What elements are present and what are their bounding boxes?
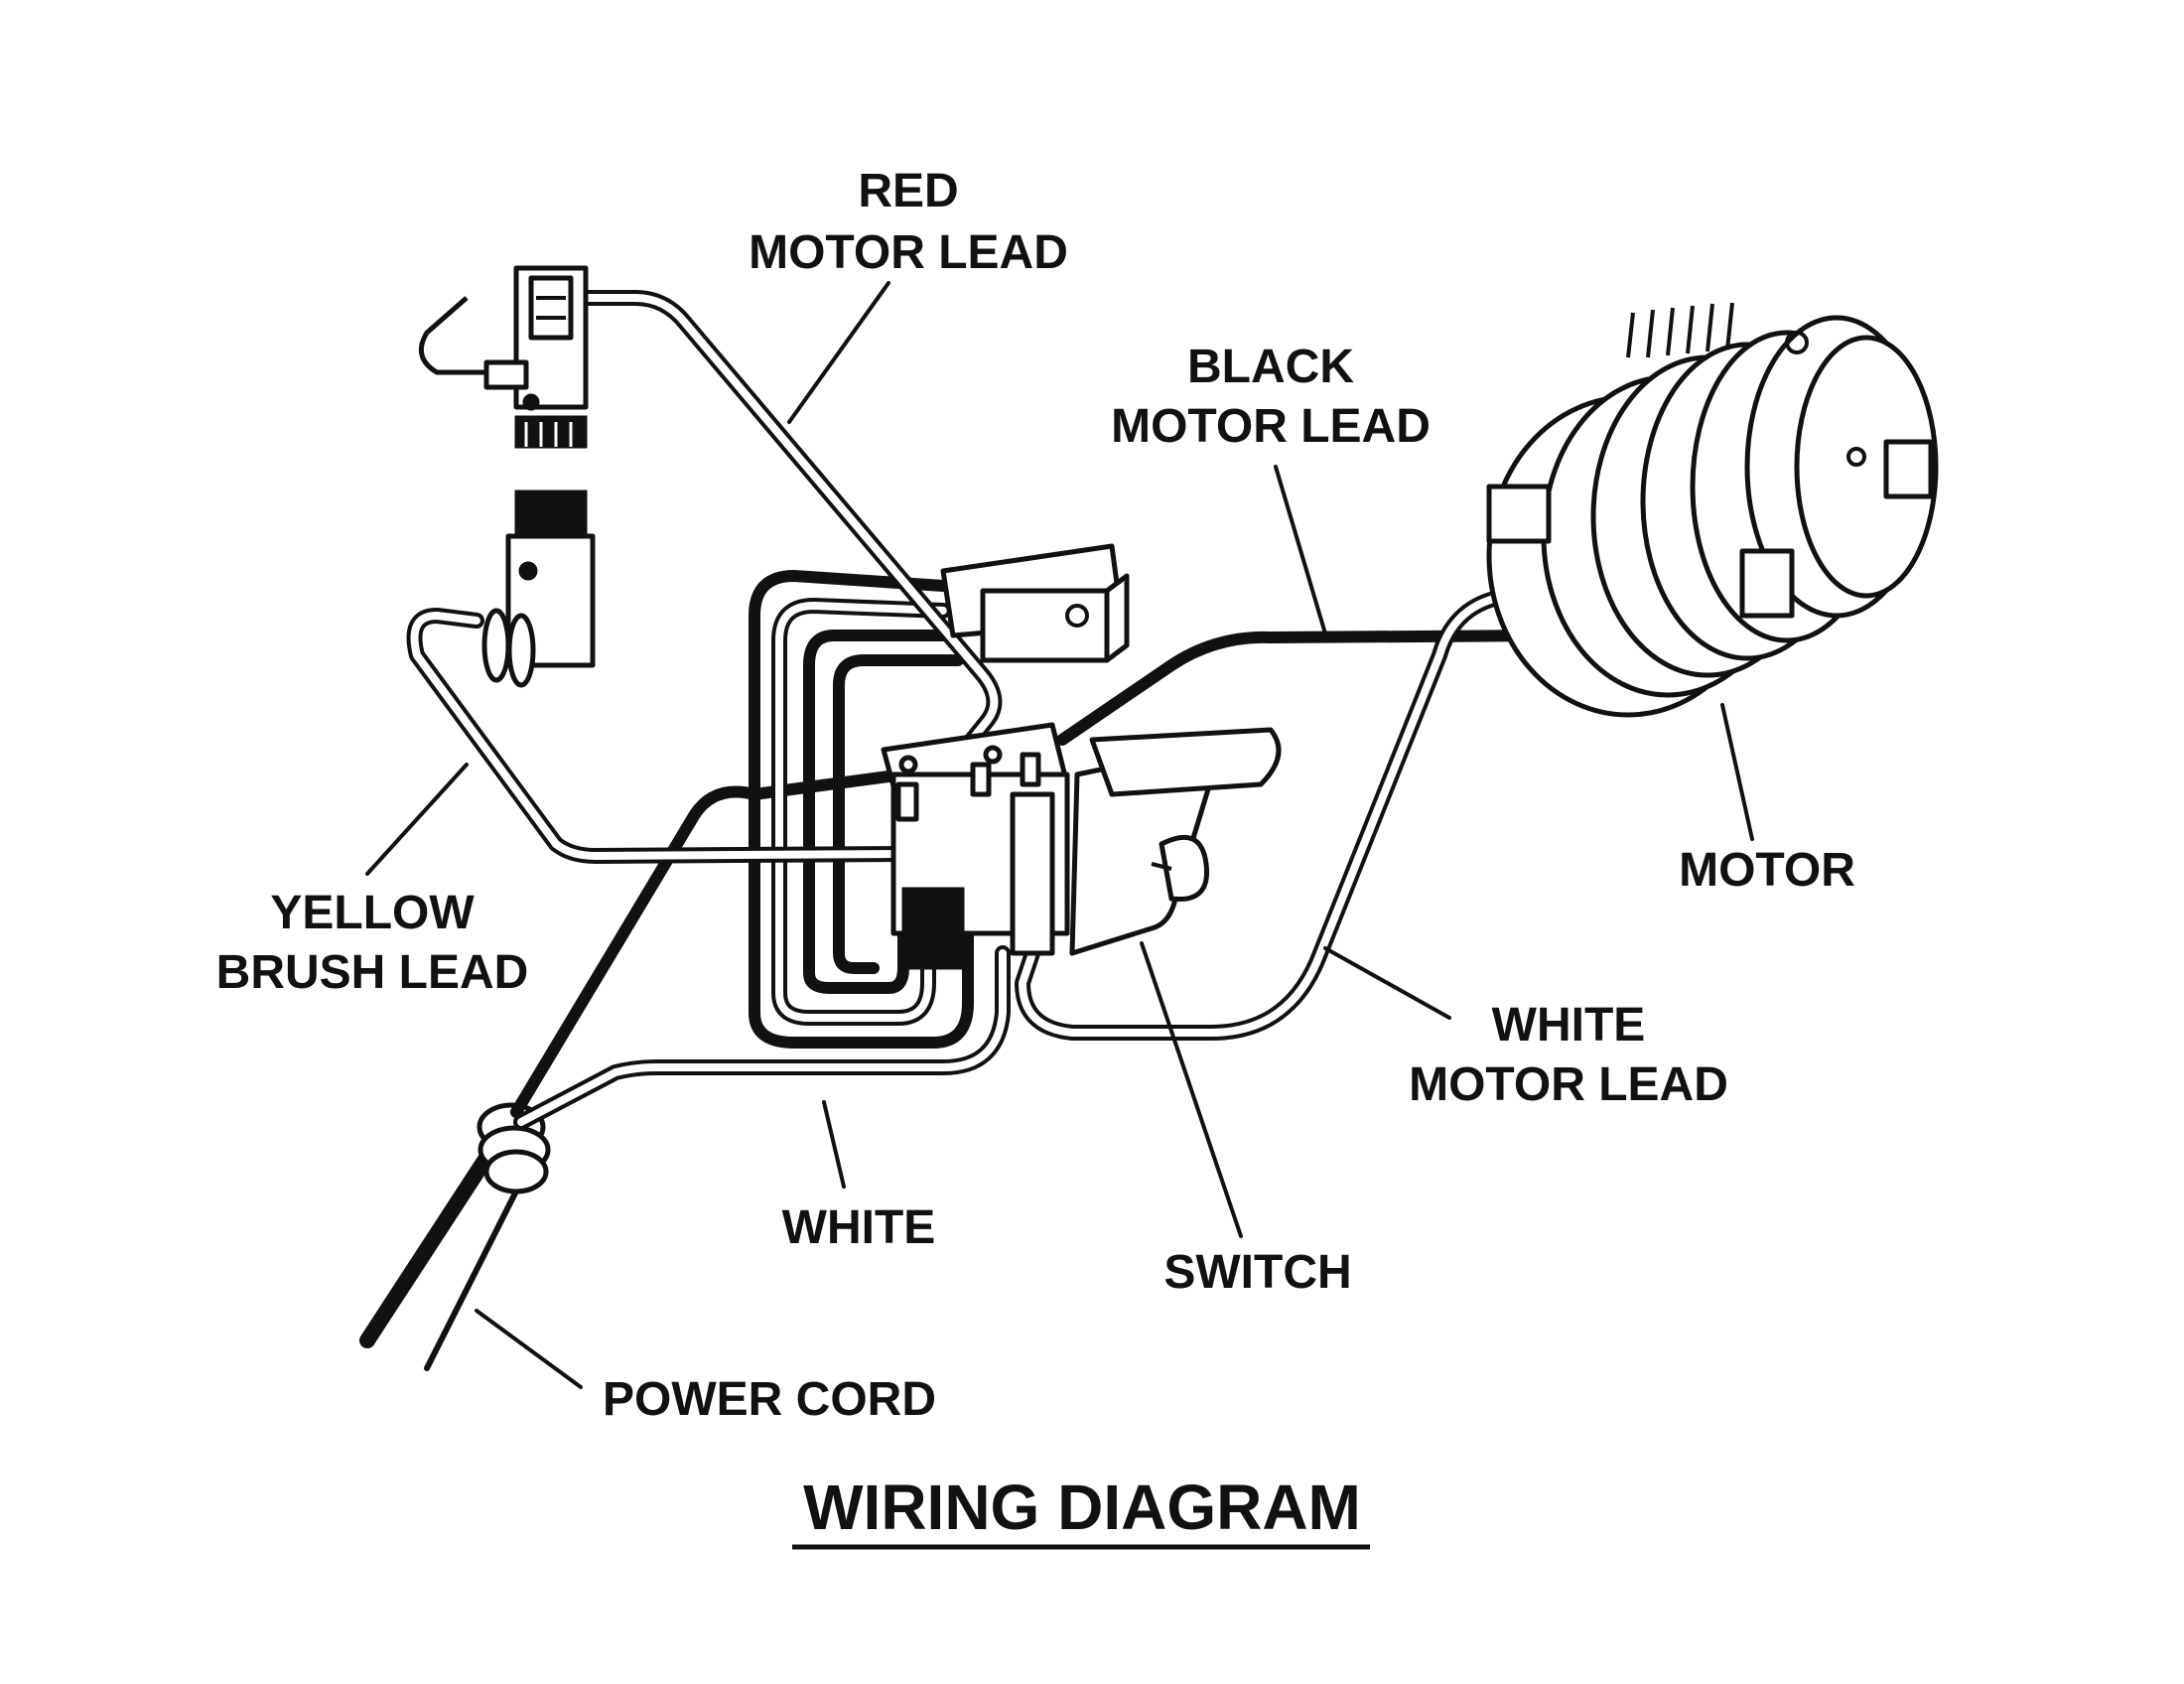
label-switch: SWITCH: [1163, 1246, 1351, 1299]
leader-white: [822, 1100, 846, 1189]
label-yellow-brush-lead: BRUSH LEAD: [216, 946, 529, 999]
switch-loop-wires: [749, 570, 974, 1049]
white-motor-lead: [1015, 586, 1557, 1041]
leader-black-motor-lead: [1274, 465, 1327, 635]
leader-motor: [1720, 703, 1754, 841]
switch: [881, 722, 1282, 970]
label-white-motor: WHITE: [1492, 999, 1646, 1052]
leader-yellow-brush-lead: [365, 763, 469, 876]
label-power-cord: POWER CORD: [603, 1373, 936, 1426]
label-red-motor-lead: MOTOR LEAD: [749, 226, 1068, 279]
leader-power-cord: [475, 1309, 583, 1389]
label-red: RED: [858, 165, 958, 217]
label-yellow: YELLOW: [270, 887, 475, 939]
label-white: WHITE: [782, 1201, 936, 1254]
power-cord: [359, 1102, 551, 1371]
leader-red-motor-lead: [787, 281, 890, 424]
label-black: BLACK: [1187, 341, 1354, 393]
label-black-motor-lead: MOTOR LEAD: [1111, 400, 1431, 453]
red-motor-lead: [568, 290, 1003, 777]
white-cord-wire: [513, 945, 1011, 1130]
leader-white-motor-lead: [1323, 946, 1451, 1020]
upper-brush-holder: [418, 265, 589, 449]
black-motor-lead: [1056, 630, 1565, 746]
terminal-block: [940, 543, 1130, 663]
motor: [1486, 302, 1939, 718]
label-motor: MOTOR: [1679, 844, 1855, 897]
diagram-title: WIRING DIAGRAM: [803, 1472, 1361, 1543]
label-white-motor-lead: MOTOR LEAD: [1409, 1058, 1728, 1111]
leader-switch: [1140, 941, 1243, 1238]
lower-brush-holder: [481, 490, 596, 688]
